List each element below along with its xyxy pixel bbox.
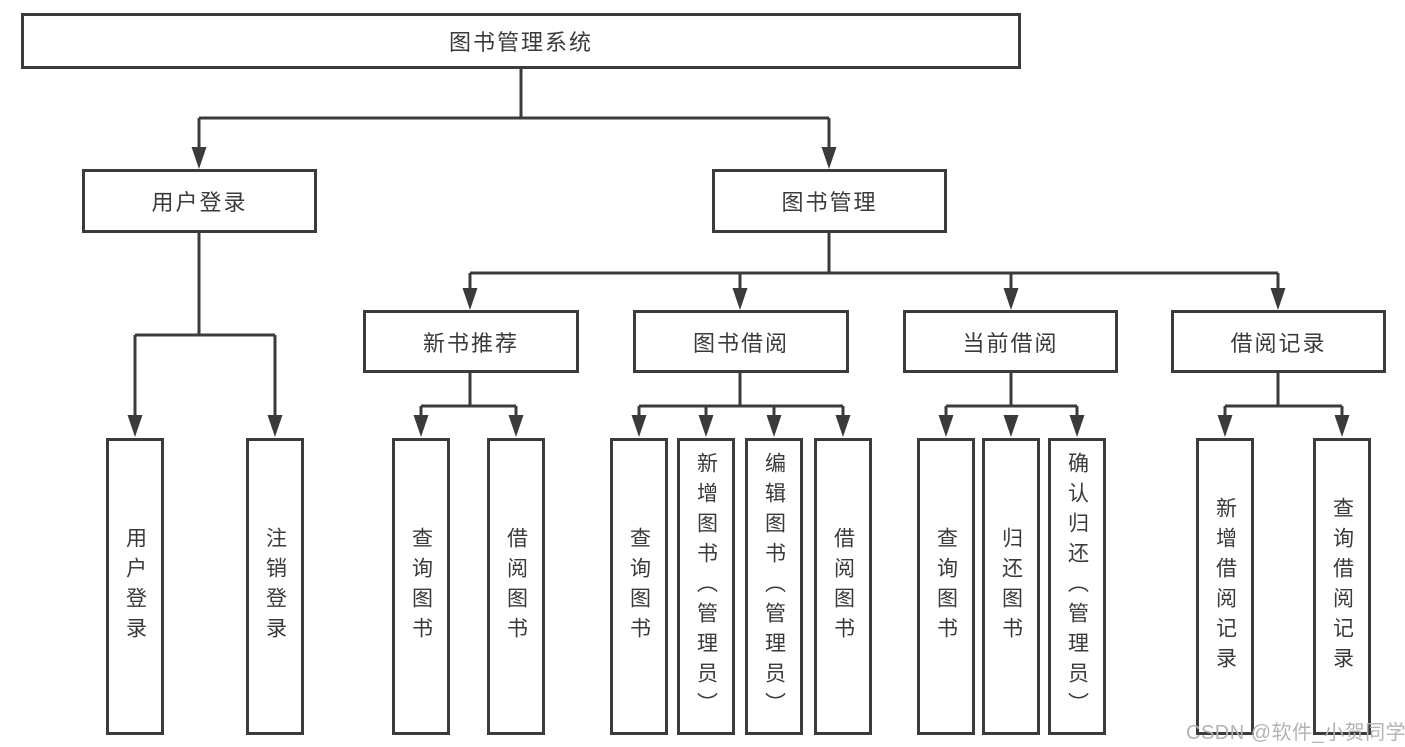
node-borrowing-records: 借阅记录	[1171, 310, 1386, 373]
node-root-label: 图书管理系统	[448, 30, 593, 55]
node-book-borrowing-label: 图书借阅	[692, 330, 789, 356]
leaf-add-book-admin: 新增图书（管理员）	[677, 438, 735, 735]
leaf-query-borrow-record-label: 查询借阅记录	[1330, 496, 1354, 677]
node-user-login-label: 用户登录	[151, 190, 248, 215]
leaf-user-login: 用户登录	[106, 438, 164, 735]
leaf-add-borrow-record-label: 新增借阅记录	[1213, 496, 1237, 677]
leaf-query-book-current-label: 查询图书	[934, 526, 958, 647]
leaf-edit-book-admin-label: 编辑图书（管理员）	[762, 451, 786, 722]
leaf-query-book-borrowing-label: 查询图书	[627, 526, 651, 647]
leaf-user-login-label: 用户登录	[123, 526, 147, 647]
connector-mgmt-to-level3	[462, 233, 1286, 310]
leaf-add-borrow-record: 新增借阅记录	[1196, 438, 1254, 735]
node-book-management: 图书管理	[712, 169, 947, 233]
leaf-edit-book-admin: 编辑图书（管理员）	[745, 438, 803, 735]
leaf-confirm-return-admin: 确认归还（管理员）	[1048, 438, 1106, 735]
connector-records-to-leaves	[1217, 373, 1350, 437]
leaf-query-borrow-record: 查询借阅记录	[1313, 438, 1371, 735]
node-new-book-recommend: 新书推荐	[363, 310, 579, 373]
node-new-book-recommend-label: 新书推荐	[422, 330, 519, 356]
node-user-login: 用户登录	[82, 169, 317, 233]
leaf-return-book-label: 归还图书	[999, 526, 1023, 647]
connector-login-to-leaves	[127, 233, 283, 437]
node-current-borrowing-label: 当前借阅	[962, 330, 1059, 356]
node-root: 图书管理系统	[21, 13, 1021, 69]
leaf-return-book: 归还图书	[982, 438, 1040, 735]
leaf-borrow-book-recommend: 借阅图书	[487, 438, 545, 735]
leaf-query-book-borrowing: 查询图书	[610, 438, 668, 735]
leaf-logout: 注销登录	[246, 438, 304, 735]
connector-current-to-leaves	[938, 373, 1085, 437]
leaf-query-book-current: 查询图书	[917, 438, 975, 735]
csdn-watermark: CSDN @软件_小贺同学	[1186, 722, 1405, 744]
leaf-add-book-admin-label: 新增图书（管理员）	[694, 451, 718, 722]
connector-root-to-level2	[191, 69, 837, 169]
node-book-management-label: 图书管理	[781, 190, 878, 215]
leaf-query-book-recommend: 查询图书	[392, 438, 450, 735]
leaf-query-book-recommend-label: 查询图书	[409, 526, 433, 647]
node-current-borrowing: 当前借阅	[903, 310, 1118, 373]
node-borrowing-records-label: 借阅记录	[1230, 330, 1327, 356]
leaf-borrow-book-label: 借阅图书	[831, 526, 855, 647]
leaf-confirm-return-admin-label: 确认归还（管理员）	[1065, 451, 1089, 722]
leaf-logout-label: 注销登录	[263, 526, 287, 647]
connector-borrow-to-leaves	[631, 373, 851, 437]
connector-newrec-to-leaves	[413, 373, 524, 437]
leaf-borrow-book-recommend-label: 借阅图书	[504, 526, 528, 647]
leaf-borrow-book: 借阅图书	[814, 438, 872, 735]
node-book-borrowing: 图书借阅	[633, 310, 849, 373]
